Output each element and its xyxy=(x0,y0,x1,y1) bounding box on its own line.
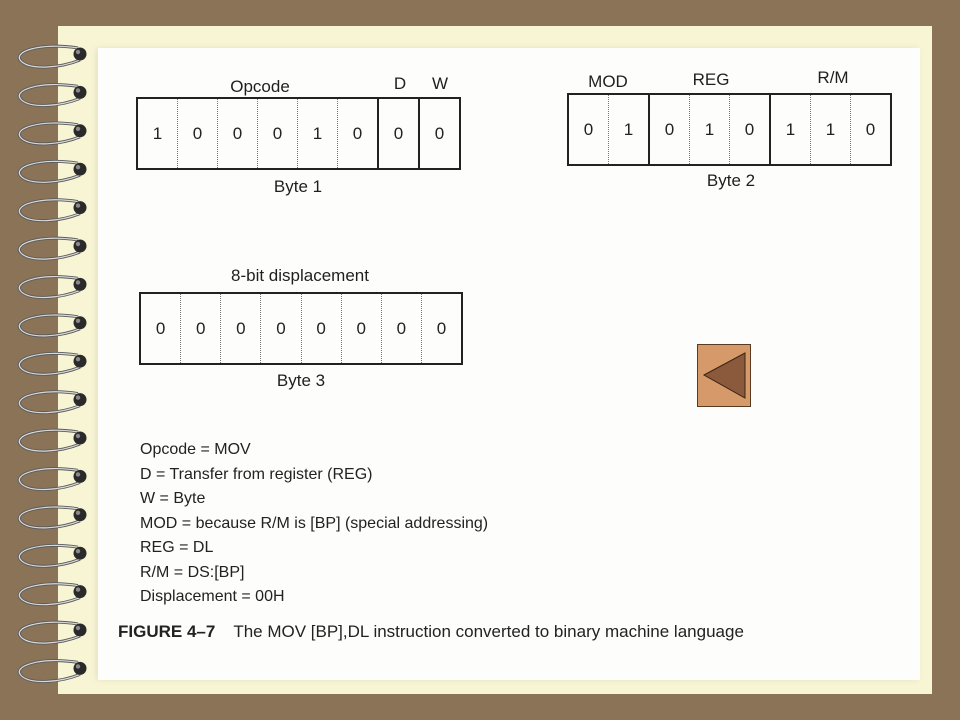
byte3-bit: 0 xyxy=(382,294,422,363)
byte1-caption: Byte 1 xyxy=(273,177,323,196)
mod-header: MOD xyxy=(588,72,628,91)
byte3-bit: 0 xyxy=(221,294,262,363)
figure-caption: FIGURE 4–7 The MOV [BP],DL instruction co… xyxy=(118,622,744,642)
byte3-bit: 0 xyxy=(342,294,382,363)
byte2-bit: 1 xyxy=(811,95,851,164)
byte1-bit: 0 xyxy=(218,99,258,168)
byte3-caption: Byte 3 xyxy=(276,371,326,390)
byte1-bit: 0 xyxy=(379,99,420,168)
byte2-bit: 0 xyxy=(730,95,771,164)
byte1-bit: 0 xyxy=(178,99,218,168)
legend-line: R/M = DS:[BP] xyxy=(140,563,245,581)
triangle-left-icon xyxy=(702,352,746,399)
byte2-bit: 1 xyxy=(690,95,730,164)
figure-number: FIGURE 4–7 xyxy=(118,622,216,641)
legend-line: Displacement = 00H xyxy=(140,588,285,605)
legend-line: MOD = because R/M is [BP] (special addre… xyxy=(140,514,489,532)
byte1-bit: 0 xyxy=(338,99,379,168)
field-legend: Opcode = MOV D = Transfer from register … xyxy=(140,438,488,610)
back-button[interactable] xyxy=(697,344,751,407)
legend-line: W = Byte xyxy=(140,490,206,507)
displacement-header: 8-bit displacement xyxy=(231,266,369,285)
byte2-bit: 1 xyxy=(609,95,650,164)
byte1-bit: 1 xyxy=(298,99,338,168)
figure-title: The MOV [BP],DL instruction converted to… xyxy=(233,622,744,641)
byte3-bit: 0 xyxy=(302,294,342,363)
byte3-bit: 0 xyxy=(261,294,302,363)
byte2-bit: 0 xyxy=(650,95,690,164)
byte1-bit: 0 xyxy=(434,123,445,143)
byte3-bit: 0 xyxy=(436,318,447,338)
byte1-bit: 0 xyxy=(258,99,298,168)
byte2-bit: 0 xyxy=(865,119,876,139)
byte2-register: 0 1 0 1 0 1 1 0 xyxy=(567,93,892,166)
byte1-bit: 1 xyxy=(138,99,178,168)
d-bit-header: D xyxy=(393,74,407,93)
byte3-bit: 0 xyxy=(181,294,222,363)
legend-line: D = Transfer from register (REG) xyxy=(140,465,373,483)
byte2-caption: Byte 2 xyxy=(706,171,756,190)
reg-header: REG xyxy=(692,70,730,89)
opcode-header: Opcode xyxy=(230,77,290,96)
byte3-register: 0 0 0 0 0 0 0 0 xyxy=(139,292,463,365)
byte3-bit: 0 xyxy=(141,294,182,363)
byte2-bit: 1 xyxy=(771,95,811,164)
legend-line: REG = DL xyxy=(140,539,214,556)
w-bit-header: W xyxy=(431,74,449,93)
rm-header: R/M xyxy=(817,68,849,87)
byte1-register: 1 0 0 0 1 0 0 0 xyxy=(136,97,461,170)
byte2-bit: 0 xyxy=(569,95,609,164)
legend-line: Opcode = MOV xyxy=(140,441,251,458)
